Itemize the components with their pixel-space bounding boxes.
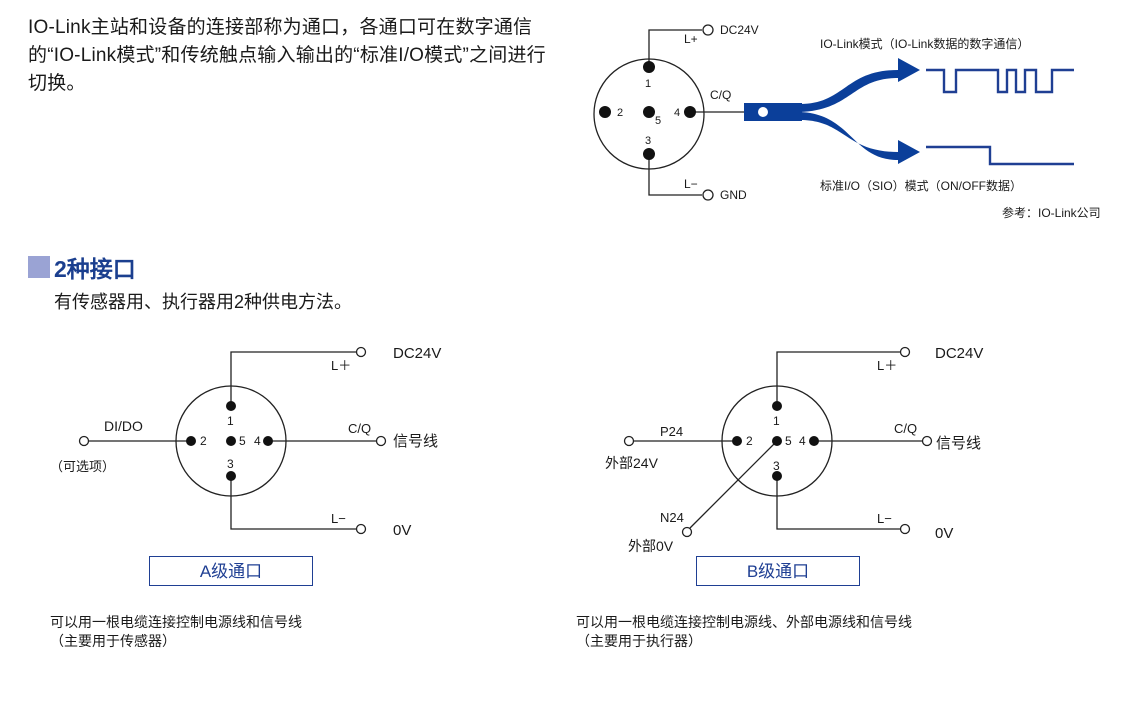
port-b-cq-label: C/Q	[894, 421, 917, 436]
port-a-pin-5-label: 5	[239, 434, 246, 448]
port-a-lminus-wire	[230, 476, 356, 530]
port-b-n24-terminal	[681, 526, 693, 538]
port-b-lplus-label: L＋	[877, 358, 897, 373]
port-b-signal-terminal	[921, 435, 933, 447]
port-b-signal-label: 信号线	[936, 435, 981, 452]
port-a-cq-label: C/Q	[348, 421, 371, 436]
pin-5-label: 5	[655, 115, 661, 127]
port-b-pin-2	[732, 436, 742, 446]
pin-5	[643, 106, 655, 118]
port-b-pin-1-label: 1	[773, 414, 780, 428]
port-b-0v-terminal	[899, 523, 911, 535]
port-b-lminus-label: L−	[877, 511, 892, 526]
port-b-pin-5-label: 5	[785, 434, 792, 448]
top-lminus-label: L−	[684, 177, 698, 191]
port-b-note: 可以用一根电缆连接控制电源线、外部电源线和信号线 （主要用于执行器）	[576, 613, 912, 651]
port-a-0v-terminal	[355, 523, 367, 535]
port-b-pin-3-label: 3	[773, 459, 780, 473]
port-b-n24-wire	[689, 440, 778, 529]
top-dc24v-label: DC24V	[720, 23, 759, 37]
port-b-pin-4-label: 4	[799, 434, 806, 448]
port-a-label-box: A级通口	[149, 556, 313, 586]
port-b-ext24v-label: 外部24V	[605, 455, 659, 471]
iolink-arrow	[800, 58, 920, 112]
port-b-pin-5	[772, 436, 782, 446]
port-b-0v-label: 0V	[935, 525, 953, 542]
pin-4	[684, 106, 696, 118]
sio-arrow	[800, 112, 920, 164]
pin-1	[643, 61, 655, 73]
pin-3-label: 3	[645, 135, 651, 147]
port-a-lplus-wire	[230, 351, 356, 405]
port-a-0v-label: 0V	[393, 522, 411, 539]
reference-label: 参考：IO-Link公司	[1002, 205, 1101, 220]
port-a-pin-4	[263, 436, 273, 446]
port-a-pin-5	[226, 436, 236, 446]
port-a-pin-4-label: 4	[254, 434, 261, 448]
port-b-note-line2: （主要用于执行器）	[576, 633, 702, 649]
port-b-note-line1: 可以用一根电缆连接控制电源线、外部电源线和信号线	[576, 614, 912, 630]
port-b-dc24v-label: DC24V	[935, 345, 983, 362]
top-cq-label: C/Q	[710, 88, 731, 102]
cable-body	[744, 103, 802, 121]
port-a-note-line1: 可以用一根电缆连接控制电源线和信号线	[50, 614, 302, 630]
iolink-mode-label: IO-Link模式（IO-Link数据的数字通信）	[820, 36, 1029, 51]
port-a-optional-label: （可选项）	[50, 459, 115, 474]
section-marker	[28, 256, 50, 278]
port-b-pin-4	[809, 436, 819, 446]
intro-paragraph: IO-Link主站和设备的连接部称为通口，各通口可在数字通信的“IO-Link模…	[28, 17, 546, 94]
port-a-lplus-label: L＋	[331, 358, 351, 373]
sio-mode-label: 标准I/O（SIO）模式（ON/OFF数据）	[820, 178, 1022, 193]
section-subtitle: 有传感器用、执行器用2种供电方法。	[54, 292, 353, 312]
port-b-ext0v-label: 外部0V	[628, 538, 674, 554]
port-b-lminus-wire	[776, 476, 900, 530]
section-heading: 2种接口	[28, 250, 136, 284]
cable-highlight	[758, 107, 768, 117]
port-b-n24-label: N24	[660, 510, 684, 525]
port-b-pin-2-label: 2	[746, 434, 753, 448]
port-a-note: 可以用一根电缆连接控制电源线和信号线 （主要用于传感器）	[50, 613, 302, 651]
dc24v-terminal	[702, 24, 714, 36]
port-b-p24-label: P24	[660, 424, 683, 439]
pin-1-label: 1	[645, 78, 651, 90]
port-b-dc24v-terminal	[899, 346, 911, 358]
port-a-pin-2-label: 2	[200, 434, 207, 448]
port-b-pin-3	[772, 471, 782, 481]
iolink-signal-waveform	[926, 68, 1074, 94]
port-a-pin-2	[186, 436, 196, 446]
lminus-wire	[648, 155, 702, 196]
port-b-lplus-wire	[776, 351, 900, 406]
port-a-dc24v-label: DC24V	[393, 345, 441, 362]
port-a-pin-1-label: 1	[227, 414, 234, 428]
port-a-pin-3	[226, 471, 236, 481]
port-a-lminus-label: L−	[331, 511, 346, 526]
pin-2-label: 2	[617, 107, 623, 119]
port-a-dido-terminal	[78, 435, 90, 447]
lplus-wire	[648, 29, 702, 67]
section-title: 2种接口	[54, 256, 136, 282]
port-a-pin-1	[226, 401, 236, 411]
top-lplus-label: L+	[684, 32, 698, 46]
port-a-note-line2: （主要用于传感器）	[50, 633, 176, 649]
port-a-dido-label: DI/DO	[104, 418, 143, 434]
port-a-pin-3-label: 3	[227, 457, 234, 471]
top-gnd-label: GND	[720, 188, 747, 202]
port-b-label-box: B级通口	[696, 556, 860, 586]
port-a-signal-label: 信号线	[393, 433, 438, 450]
port-b-pin-1	[772, 401, 782, 411]
port-b-diagram: 1 2 4 5 3 DC24V L＋ L− 0V C/Q 信号线 P24 外部2…	[605, 345, 983, 554]
port-a-diagram: 1 2 4 5 3 DC24V L＋ L− 0V C/Q 信号线 DI/DO （…	[50, 345, 441, 539]
port-a-signal-terminal	[375, 435, 387, 447]
pin-3	[643, 148, 655, 160]
port-b-p24-terminal	[623, 435, 635, 447]
pin-4-label: 4	[674, 107, 680, 119]
port-a-dc24v-terminal	[355, 346, 367, 358]
sio-signal-waveform	[926, 145, 1074, 166]
pin-2	[599, 106, 611, 118]
gnd-terminal	[702, 189, 714, 201]
